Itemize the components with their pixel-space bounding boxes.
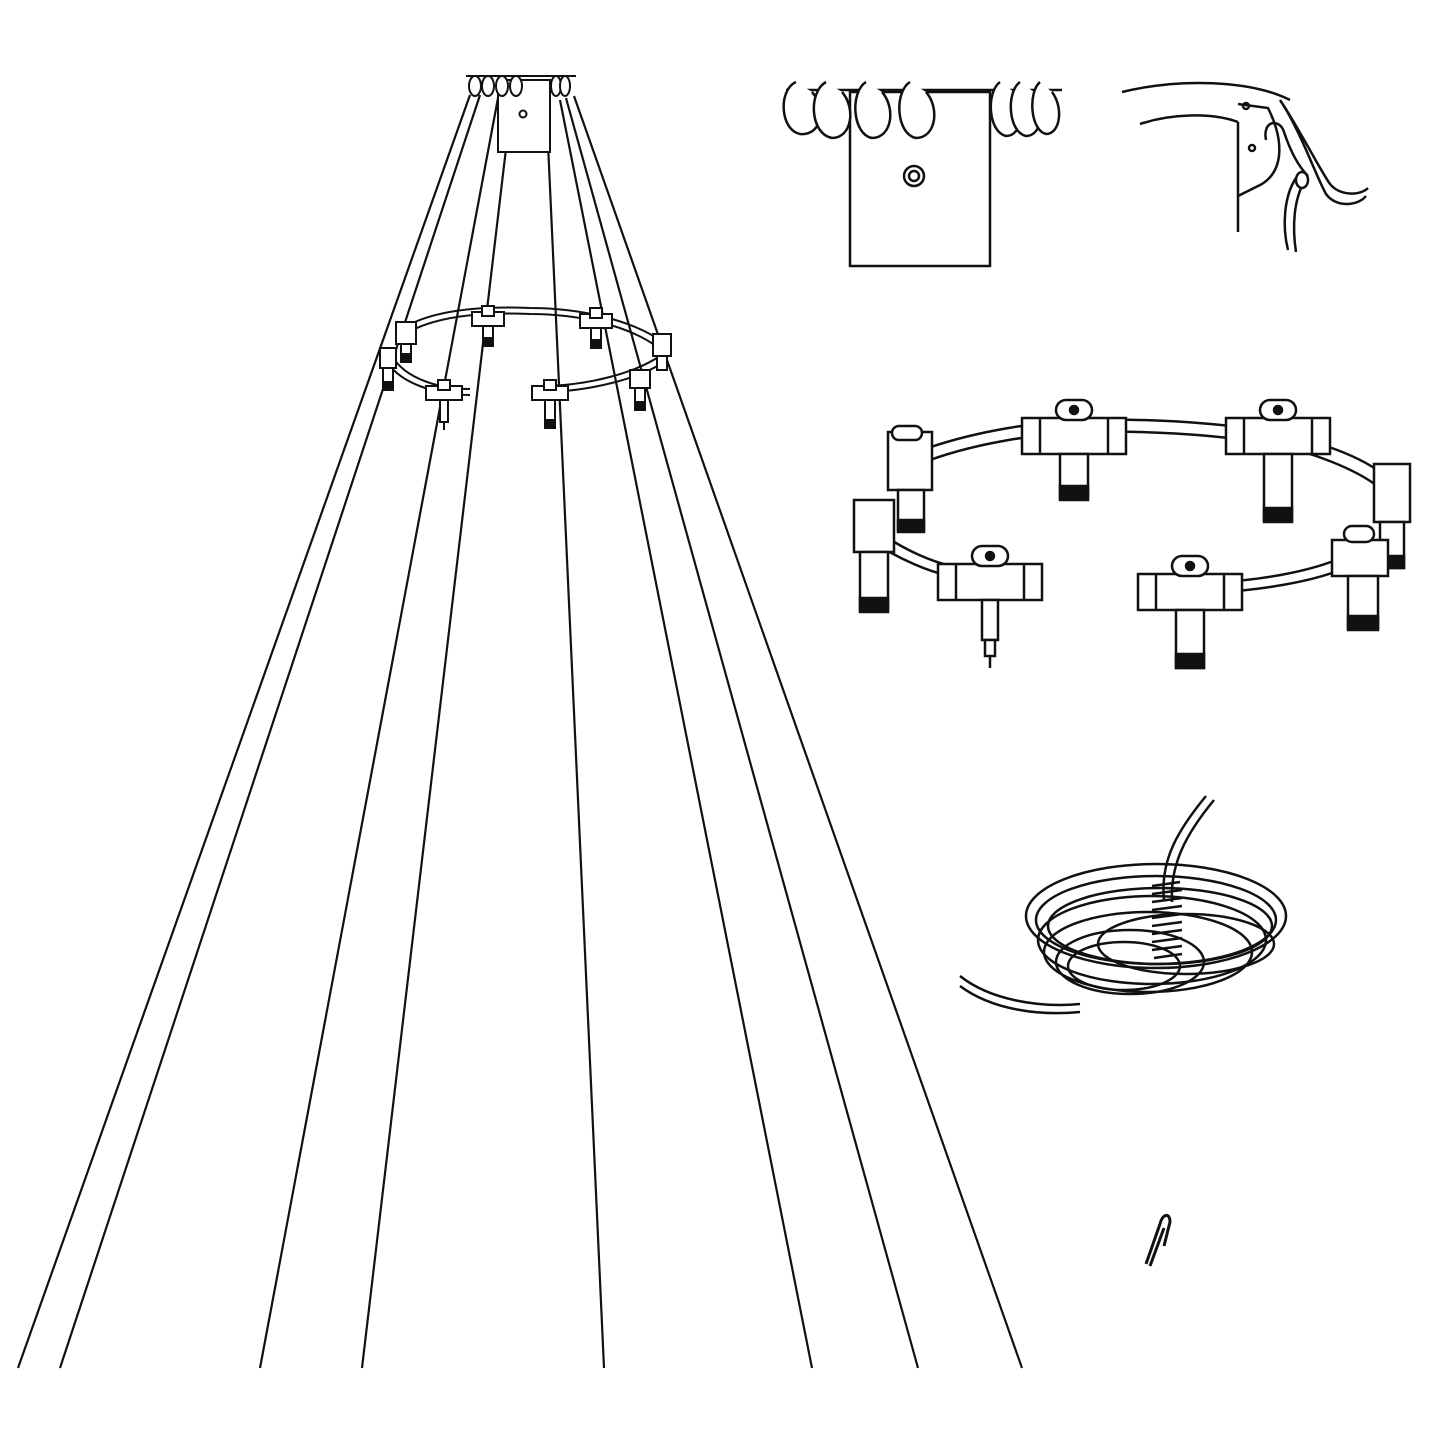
cone-connector-ring xyxy=(379,305,672,430)
hook-on-pole-detail xyxy=(1121,81,1369,253)
coiled-cable xyxy=(959,795,1288,1015)
hook-icon xyxy=(481,75,495,97)
hook-wire-2 xyxy=(1282,105,1367,206)
connector-icon xyxy=(471,305,505,347)
coil-loop xyxy=(1036,894,1268,986)
coil-loop xyxy=(1024,862,1288,970)
hook-icon xyxy=(898,80,936,140)
hook-icon xyxy=(1031,81,1061,136)
hook-icon xyxy=(509,75,523,97)
ring-cable-back xyxy=(399,306,661,341)
hook-icon xyxy=(559,75,571,97)
hanging-hook xyxy=(1264,121,1309,177)
coil-loop xyxy=(1096,912,1276,976)
pole-cap-outer xyxy=(1121,81,1291,102)
hook-icon xyxy=(468,75,482,97)
connector-icon xyxy=(1136,554,1244,670)
connector-icon xyxy=(852,498,896,614)
strand-2 xyxy=(58,94,482,1369)
connector-icon xyxy=(379,347,397,391)
connector-icon xyxy=(425,379,463,430)
hook-icon xyxy=(854,80,892,140)
strand-4 xyxy=(360,97,514,1369)
cable-lead-bottom xyxy=(959,975,1081,1007)
large-ring-back-inner xyxy=(929,430,1394,505)
ground-peg xyxy=(1144,1214,1172,1267)
top-hook-plate-detail xyxy=(782,80,1062,268)
connector-icon xyxy=(531,379,569,429)
connector-icon xyxy=(629,369,651,411)
detail-plate-nut xyxy=(902,164,926,188)
connector-icon xyxy=(886,424,934,534)
top-hook-plate xyxy=(466,75,576,153)
connector-ring-detail xyxy=(852,398,1412,670)
ground-peg-icon xyxy=(1144,1214,1172,1265)
cable-lead-top-2 xyxy=(1170,799,1215,903)
pole-cap-inner xyxy=(1139,114,1239,126)
connector-icon xyxy=(1330,524,1390,632)
hook-icon xyxy=(495,75,509,97)
strand-down-2 xyxy=(1292,181,1306,253)
strand-1 xyxy=(16,94,472,1369)
strand-6 xyxy=(558,99,814,1369)
plate-screw xyxy=(518,109,528,119)
hook-icon xyxy=(1294,170,1310,190)
top-hooks xyxy=(466,75,576,97)
detail-hooks xyxy=(782,80,1061,140)
detail-plate-bolt xyxy=(907,169,921,183)
pole-bracket xyxy=(1237,102,1281,198)
connector-icon xyxy=(395,321,417,363)
assembled-light-cone xyxy=(16,75,1024,1369)
strand-7 xyxy=(564,97,920,1369)
coil-tie xyxy=(1151,880,1183,960)
bracket-screw xyxy=(1247,143,1257,153)
coil-loop xyxy=(1054,928,1206,996)
strand-5 xyxy=(544,99,606,1369)
hook-icon xyxy=(812,80,852,140)
bracket-screw xyxy=(1241,101,1251,111)
hook-wire xyxy=(1278,99,1369,195)
strand-3 xyxy=(258,97,500,1369)
coil-loop xyxy=(1046,886,1274,966)
large-ring-back xyxy=(927,418,1402,497)
cable-lead-bottom-2 xyxy=(959,984,1081,1015)
connector-icon xyxy=(1224,398,1332,524)
ring-cable-back-inner xyxy=(401,312,657,347)
coil-loop xyxy=(1066,940,1182,992)
connector-icon xyxy=(936,544,1044,668)
strand-down xyxy=(1283,177,1298,251)
connector-icon xyxy=(652,333,672,371)
light-strands xyxy=(16,94,1024,1369)
strand-8 xyxy=(572,95,1024,1369)
connector-icon xyxy=(1020,398,1128,502)
connector-icon xyxy=(579,307,613,349)
ground-peg-icon-2 xyxy=(1148,1227,1166,1267)
